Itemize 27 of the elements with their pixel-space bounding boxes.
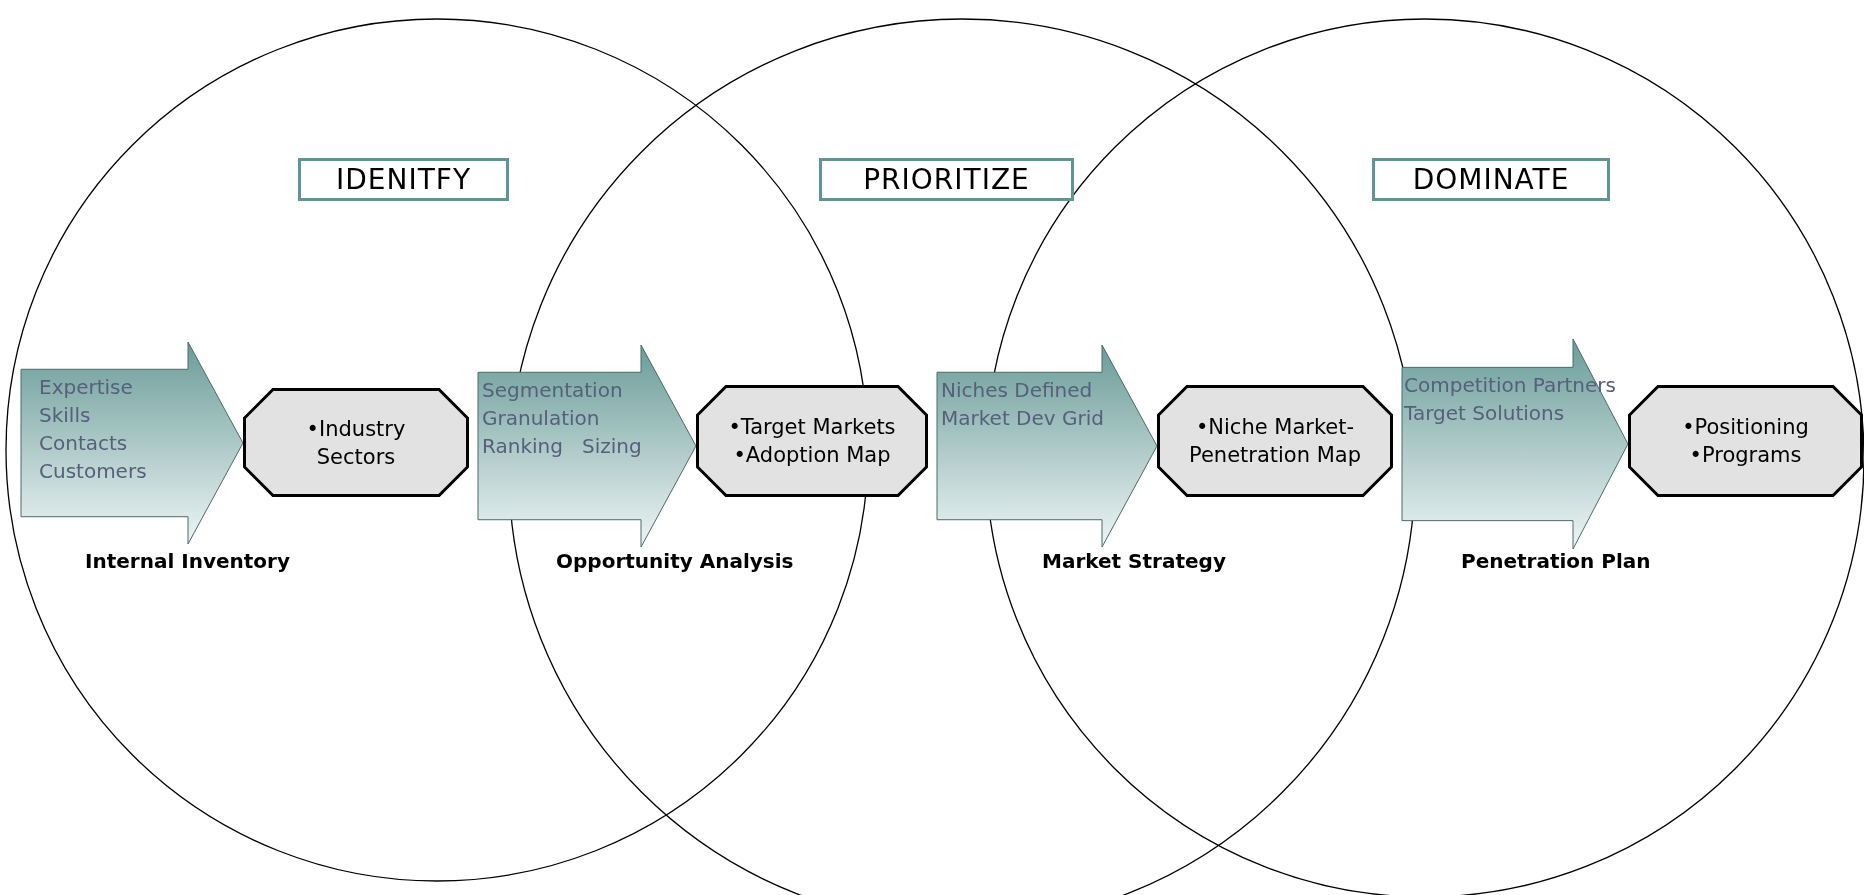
- block-arrow: [20, 341, 244, 545]
- heading-box: [1372, 158, 1610, 201]
- stage-caption: Market Strategy: [1042, 549, 1226, 573]
- edge-label: Expertise Skills Contacts Customers: [39, 374, 148, 486]
- heading-text: DOMINATE: [1412, 163, 1570, 196]
- octagon-shape: [1157, 385, 1393, 497]
- list-item: •Target Markets: [728, 414, 896, 441]
- block-arrow: [936, 344, 1158, 548]
- octagon-shape: [696, 385, 928, 497]
- edge-label: Segmentation Granulation Ranking Sizing: [482, 377, 642, 461]
- heading-text: PRIORITIZE: [863, 163, 1030, 196]
- heading-box: [819, 158, 1074, 201]
- block-arrow: [1401, 338, 1629, 550]
- list-item: •Niche Market-Penetration Map: [1188, 414, 1362, 469]
- list-item: •Programs: [1689, 442, 1802, 469]
- heading-text: IDENITFY: [336, 163, 471, 196]
- heading-box: [298, 158, 509, 201]
- octagon-shape: [243, 388, 469, 497]
- list-item: •Industry Sectors: [305, 415, 407, 471]
- octagon-shape: [1628, 385, 1863, 497]
- stage-caption: Opportunity Analysis: [556, 549, 794, 573]
- stage-caption: Internal Inventory: [85, 549, 290, 573]
- block-arrow: [477, 344, 697, 548]
- list-item: •Adoption Map: [733, 442, 891, 469]
- list-item: •Positioning: [1682, 414, 1809, 441]
- stage-caption: Penetration Plan: [1461, 549, 1651, 573]
- edge-label: Niches Defined Market Dev Grid: [941, 377, 1105, 433]
